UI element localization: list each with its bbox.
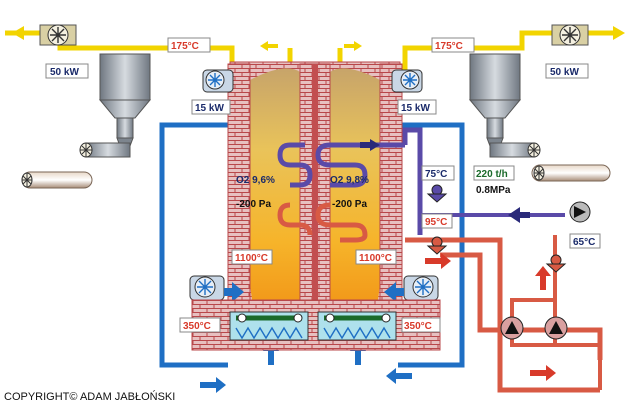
pressure-left: -200 Pa (236, 199, 271, 210)
secondary-blower-left (189, 275, 244, 302)
ash-tube-right (531, 164, 611, 182)
steam-coil (277, 127, 423, 235)
blower-power-left: 15 kW (195, 103, 224, 114)
steam-temp: 75°C (425, 169, 447, 180)
blower-left (202, 69, 234, 93)
steam-pressure: 0.8MPa (476, 185, 511, 196)
cyclone-left (79, 53, 152, 158)
fan-power-left: 50 kW (50, 67, 79, 78)
blower-right (391, 69, 423, 93)
valve-pump-line (545, 254, 567, 273)
cyclone-right (468, 53, 541, 158)
exhaust-fan-left (39, 24, 77, 46)
exhaust-arrow-left-end (12, 26, 24, 40)
oxygen-right: O2 9,8% (330, 175, 369, 186)
exhaust-temp-right: 175°C (435, 41, 463, 52)
air-inlet-arrow-right (386, 368, 412, 384)
steam-flow-arrow (360, 139, 380, 151)
return-line (418, 205, 565, 217)
furnace-temp-right: 1100°C (359, 253, 392, 264)
exhaust-temp-left: 175°C (171, 41, 199, 52)
return-flow-arrow (508, 207, 530, 223)
grate-temp-left: 350°C (183, 321, 211, 332)
valve-steam (426, 184, 448, 203)
ash-tube-left (21, 171, 93, 189)
valve-hot-water (426, 236, 448, 255)
hot-flow-arrow-bottom (530, 365, 556, 381)
exhaust-fan-right (551, 24, 589, 46)
pump-circulation-2 (544, 316, 568, 340)
pump-circulation-1 (500, 316, 524, 340)
furnace-base (191, 299, 441, 351)
label-boxes (45, 37, 601, 333)
air-inlet-arrow-left (200, 377, 226, 393)
hot-flow-arrow-out (425, 253, 451, 269)
copyright-text: COPYRIGHT© ADAM JABŁOŃSKI (4, 390, 175, 403)
flow-arrow-left-top (260, 41, 278, 51)
flow-arrow-right-top (344, 41, 362, 51)
return-temp: 65°C (573, 237, 595, 248)
flow-rate: 220 t/h (476, 169, 508, 180)
hot-water-temp: 95°C (425, 217, 447, 228)
fan-power-right: 50 kW (550, 67, 579, 78)
oxygen-left: O2 9,6% (236, 175, 275, 186)
blower-power-right: 15 kW (401, 103, 430, 114)
furnace-temp-left: 1100°C (235, 253, 268, 264)
pressure-right: -200 Pa (332, 199, 367, 210)
hot-flow-arrow-up (535, 266, 551, 290)
grate-temp-right: 350°C (404, 321, 432, 332)
exhaust-arrow-right-end (613, 26, 625, 40)
pump-return (569, 201, 591, 223)
furnace-chamber (227, 61, 403, 313)
